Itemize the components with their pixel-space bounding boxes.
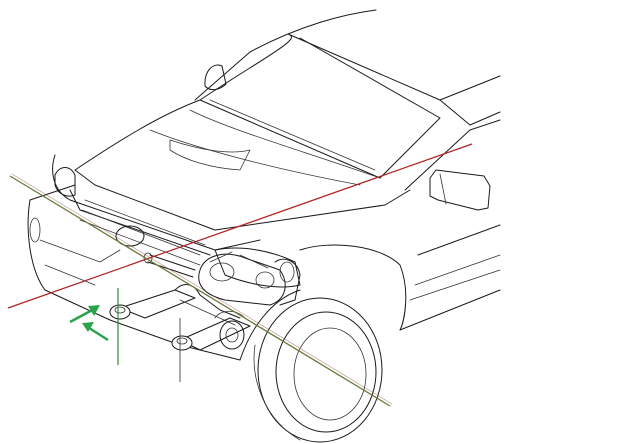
hub-center bbox=[225, 327, 239, 343]
grille-bar-2 bbox=[81, 209, 201, 256]
green-diagonal-reference-shadow bbox=[11, 173, 393, 405]
right-headlight bbox=[214, 247, 301, 288]
truck-body bbox=[27, 9, 501, 361]
front-bumper-left bbox=[27, 199, 111, 321]
hood-crease-2 bbox=[149, 129, 361, 186]
tire-tread-edge bbox=[253, 344, 301, 441]
cab-roof-right-lower bbox=[469, 111, 501, 126]
bumper-lower-line bbox=[44, 264, 96, 286]
windshield-top bbox=[199, 34, 292, 101]
tie-rod-end bbox=[214, 310, 246, 319]
a-pillar-left bbox=[194, 51, 251, 101]
left-lower-control-arm bbox=[119, 289, 196, 319]
windshield-lower-trim bbox=[209, 99, 376, 171]
tire-inner bbox=[275, 311, 377, 433]
differential-ribs bbox=[209, 251, 269, 269]
left-mirror bbox=[204, 64, 227, 91]
hood-crease bbox=[189, 109, 381, 179]
hub-knuckle bbox=[219, 320, 245, 350]
grille-surround bbox=[69, 189, 211, 256]
adjustment-arrows bbox=[69, 305, 109, 342]
bumper-recess-line bbox=[39, 239, 121, 263]
door-trim-line bbox=[414, 254, 501, 286]
rim-outer bbox=[293, 327, 367, 421]
left-bushing-center bbox=[114, 306, 126, 314]
right-bushing-center bbox=[176, 337, 188, 345]
arrow-lower-head bbox=[82, 322, 94, 332]
strut-top bbox=[279, 261, 295, 283]
differential-flange bbox=[255, 271, 275, 289]
right-fender-arch bbox=[299, 244, 407, 331]
front-suspension-assembly bbox=[109, 251, 301, 351]
crossmember-lower bbox=[179, 299, 236, 326]
door-upper-line bbox=[404, 119, 501, 191]
roof-edge bbox=[249, 9, 377, 53]
fender-lower bbox=[239, 289, 301, 361]
front-emblem bbox=[115, 225, 145, 247]
front-fascia-top bbox=[52, 154, 261, 251]
green-diagonal-reference-line bbox=[9, 175, 391, 407]
hood-front-edge bbox=[74, 99, 201, 171]
cab-roof-right bbox=[439, 75, 501, 101]
drive-shaft bbox=[149, 254, 196, 271]
door-lower-line bbox=[409, 269, 501, 301]
right-lower-control-arm bbox=[179, 317, 251, 351]
right-mirror-mount bbox=[439, 173, 447, 205]
red-reference-line bbox=[7, 143, 473, 309]
arrow-upper-head bbox=[88, 305, 100, 316]
hood-scoop bbox=[169, 139, 251, 171]
right-mirror bbox=[429, 169, 491, 211]
left-fog-light bbox=[29, 217, 41, 243]
rocker-line bbox=[399, 289, 501, 331]
strut-mount bbox=[274, 258, 301, 306]
hood-side-edge bbox=[74, 169, 411, 231]
drive-shaft-yoke bbox=[143, 252, 153, 264]
differential-cover bbox=[209, 262, 235, 282]
roof-right-edge bbox=[287, 33, 471, 126]
front-right-wheel bbox=[253, 297, 383, 443]
left-headlight bbox=[54, 167, 76, 197]
bumper-top-left bbox=[29, 184, 76, 201]
tire-outer bbox=[257, 297, 383, 443]
differential-housing bbox=[198, 253, 286, 306]
windshield-frame bbox=[199, 37, 441, 179]
door-mid-line bbox=[417, 224, 501, 256]
grille-bar-1 bbox=[84, 199, 206, 246]
crossmember bbox=[174, 284, 241, 319]
